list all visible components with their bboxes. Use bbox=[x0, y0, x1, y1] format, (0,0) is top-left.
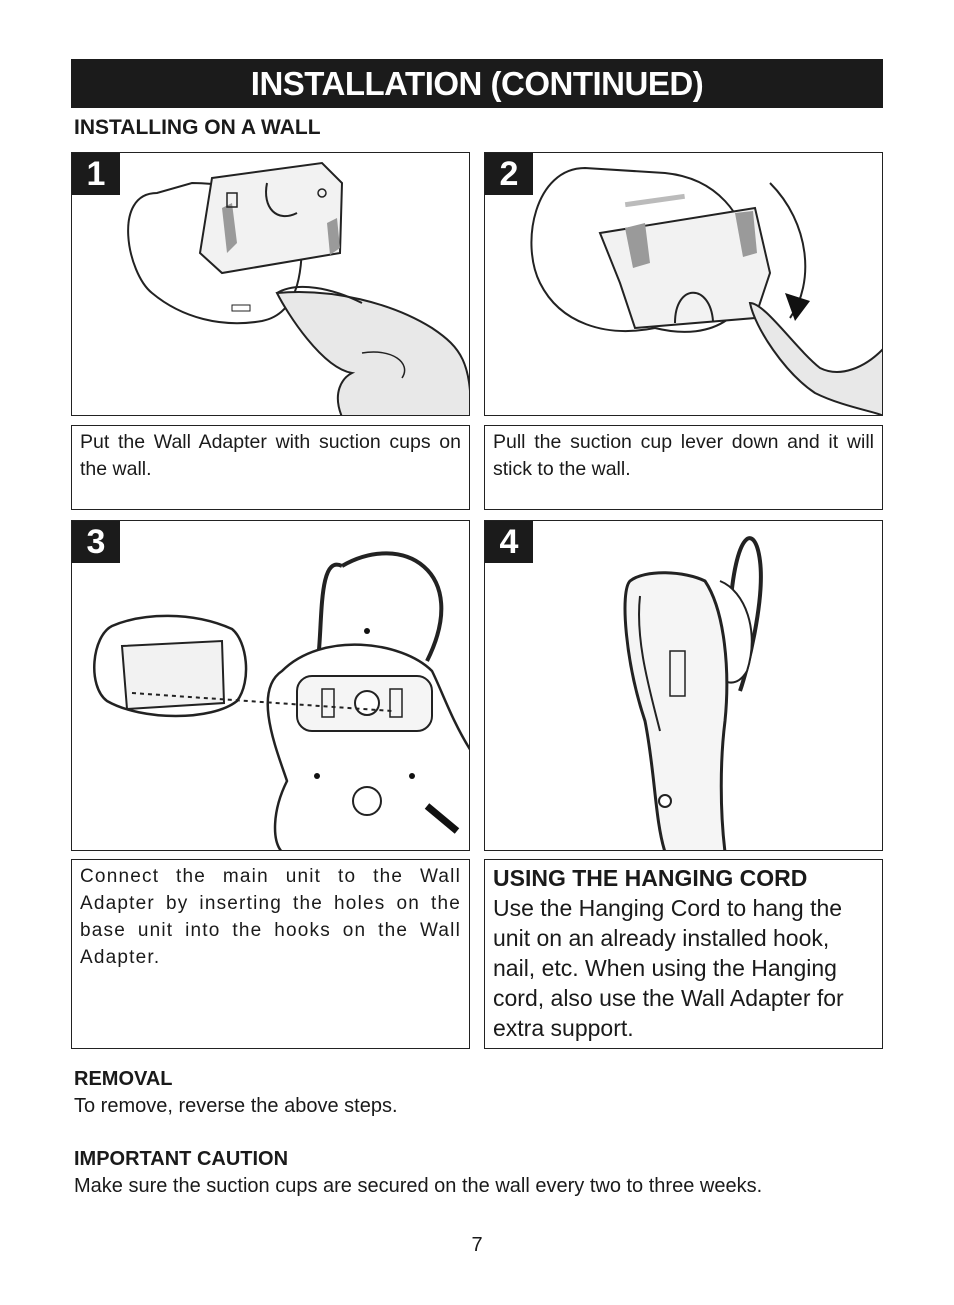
step-3-illustration: 3 bbox=[71, 520, 470, 851]
hanging-cord-text: Use the Hanging Cord to hang the unit on… bbox=[493, 895, 844, 1041]
step-4-number: 4 bbox=[485, 521, 533, 563]
step-3-number: 3 bbox=[72, 521, 120, 563]
suction-lever-illustration bbox=[530, 166, 882, 415]
step-3-caption: Connect the main unit to the Wall Adapte… bbox=[71, 859, 470, 1049]
removal-text: To remove, reverse the above steps. bbox=[74, 1095, 398, 1117]
page-number: 7 bbox=[471, 1234, 483, 1256]
caution-text: Make sure the suction cups are secured o… bbox=[74, 1175, 763, 1197]
step-1-caption: Put the Wall Adapter with suction cups o… bbox=[71, 425, 470, 510]
caution-heading: IMPORTANT CAUTION bbox=[74, 1148, 289, 1170]
step-4-caption: USING THE HANGING CORD Use the Hanging C… bbox=[484, 859, 883, 1049]
wall-adapter-suction-illustration bbox=[127, 161, 469, 415]
hanging-cord-heading: USING THE HANGING CORD bbox=[493, 865, 808, 891]
hanging-cord-illustration bbox=[623, 536, 763, 850]
step-1-illustration: 1 bbox=[71, 152, 470, 416]
step-1-number: 1 bbox=[72, 153, 120, 195]
step-2-caption: Pull the suction cup lever down and it w… bbox=[484, 425, 883, 510]
page-title: INSTALLATION (CONTINUED) bbox=[71, 59, 883, 108]
step-2-illustration: 2 bbox=[484, 152, 883, 416]
section-heading: INSTALLING ON A WALL bbox=[74, 116, 321, 139]
connect-main-unit-illustration bbox=[93, 551, 469, 850]
removal-heading: REMOVAL bbox=[74, 1068, 173, 1090]
step-2-number: 2 bbox=[485, 153, 533, 195]
step-4-illustration: 4 bbox=[484, 520, 883, 851]
